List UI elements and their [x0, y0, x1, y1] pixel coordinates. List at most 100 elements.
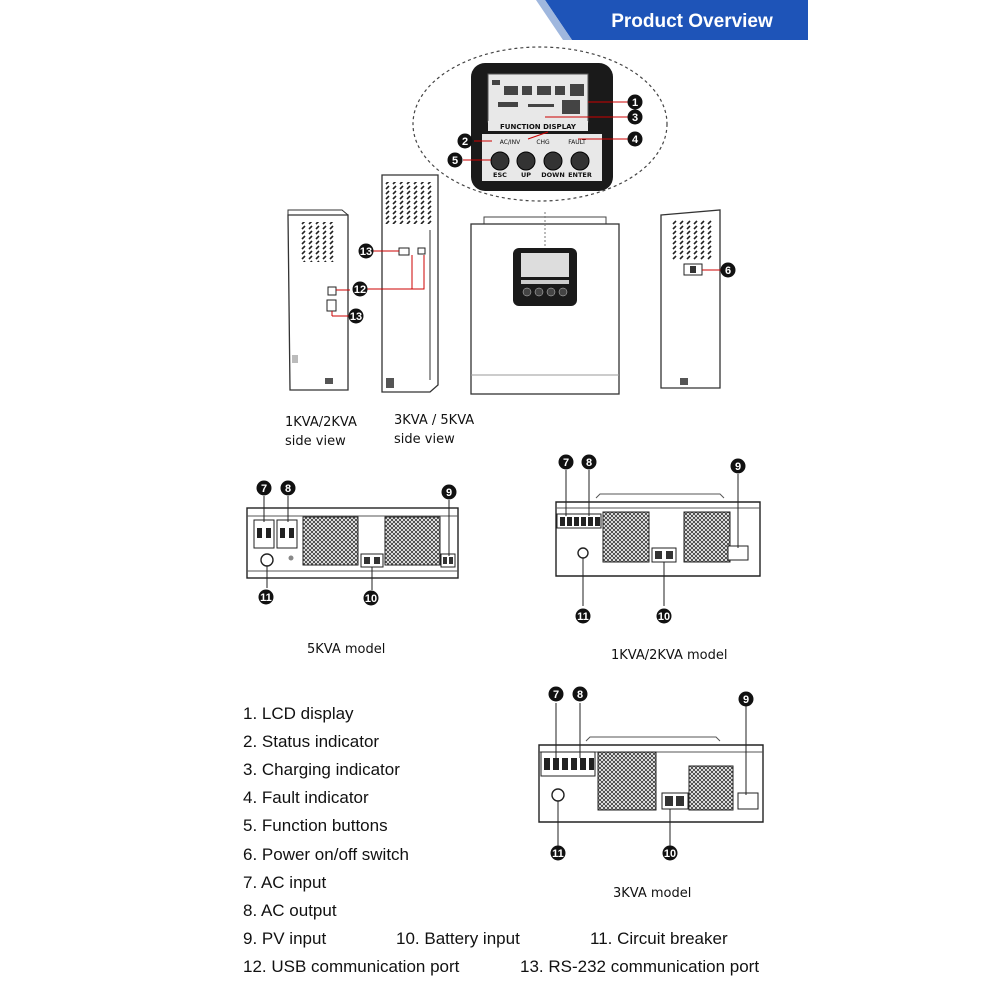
- callout-circle: [572, 686, 588, 702]
- fan-grill-left: [602, 511, 650, 563]
- callout-marker-7: 7: [558, 454, 574, 470]
- callout-circle: [256, 480, 272, 496]
- enter-button[interactable]: [570, 151, 590, 171]
- callout-circle: [627, 131, 643, 147]
- indicator-ac-inv-label: AC/INV: [500, 139, 521, 146]
- rs232-port: [326, 299, 337, 312]
- rear-5kva: [246, 496, 459, 590]
- callout-number: 11: [577, 611, 589, 623]
- callout-number: 1: [632, 97, 638, 109]
- callout-number: 2: [462, 136, 468, 148]
- legend-item-battery-input: 10. Battery input: [396, 929, 520, 948]
- legend-item-power-switch: 6. Power on/off switch: [243, 845, 409, 864]
- callout-number: 7: [563, 457, 569, 469]
- callout-circle: [720, 262, 736, 278]
- legend-item-status-indicator: 2. Status indicator: [243, 732, 380, 751]
- callout-marker-8: 8: [572, 686, 588, 702]
- legend-item-usb-port: 12. USB communication port: [243, 957, 460, 976]
- callout-number: 9: [743, 694, 749, 706]
- banner-background: [545, 0, 808, 40]
- lcd-title: FUNCTION DISPLAY: [500, 123, 577, 131]
- callout-circle: [352, 281, 368, 297]
- callout-circle: [258, 589, 274, 605]
- fan-grill-right: [384, 516, 441, 566]
- fan-grill-left: [597, 751, 657, 811]
- callout-circle: [558, 454, 574, 470]
- esc-label: ESC: [493, 171, 507, 179]
- callout-marker-11: 11: [575, 608, 591, 624]
- legend-item-fault-indicator: 4. Fault indicator: [243, 788, 369, 807]
- callout-number: 13: [360, 246, 372, 258]
- legend-item-ac-output: 8. AC output: [243, 901, 337, 920]
- callout-marker-7: 7: [548, 686, 564, 702]
- callout-marker-2: 2: [457, 133, 473, 149]
- callout-marker-8: 8: [581, 454, 597, 470]
- front-panel-zoom: FUNCTION DISPLAY AC/INV CHG FAULT ESC UP…: [412, 46, 668, 202]
- callout-circle: [447, 152, 463, 168]
- callout-marker-4: 4: [627, 131, 643, 147]
- callout-marker-12: 12: [352, 281, 368, 297]
- caption-model-1k2k: 1KVA/2KVA model: [611, 648, 728, 663]
- callout-circle: [457, 133, 473, 149]
- callout-circle: [581, 454, 597, 470]
- zoom-ellipse: [412, 46, 668, 202]
- callout-circle: [575, 608, 591, 624]
- legend-item-charging-indicator: 3. Charging indicator: [243, 760, 400, 779]
- side-view-3k5k: [367, 174, 439, 393]
- callout-number: 4: [632, 134, 639, 146]
- callout-number: 10: [365, 593, 377, 605]
- callout-circle: [358, 243, 374, 259]
- callout-number: 13: [350, 311, 362, 323]
- down-button[interactable]: [543, 151, 563, 171]
- rs232-port: [398, 247, 410, 256]
- banner: Product Overview: [536, 0, 808, 40]
- callout-number: 7: [553, 689, 559, 701]
- legend-item-lcd-display: 1. LCD display: [243, 704, 354, 723]
- callout-marker-1: 1: [627, 94, 643, 110]
- callout-circle: [656, 608, 672, 624]
- pv-terminal: [737, 792, 759, 810]
- front-lcd: [521, 253, 569, 277]
- circuit-breaker: [260, 553, 274, 567]
- callout-number: 9: [735, 461, 741, 473]
- panel-leaders: [463, 101, 628, 161]
- callout-marker-13: 13: [348, 308, 364, 324]
- banner-title: Product Overview: [611, 11, 773, 32]
- callout-number: 8: [285, 483, 291, 495]
- callout-number: 11: [552, 848, 564, 860]
- callout-circle: [730, 458, 746, 474]
- side-view-1k2k: [287, 209, 350, 391]
- fan-grill-left: [302, 516, 359, 566]
- caption-model-3k: 3KVA model: [613, 886, 692, 901]
- legend-item-pv-input: 9. PV input: [243, 929, 327, 948]
- callout-circle: [441, 484, 457, 500]
- side-vent: [670, 220, 712, 260]
- usb-port: [417, 247, 426, 255]
- indicator-strip: [482, 134, 602, 148]
- callout-marker-3: 3: [627, 109, 643, 125]
- callout-marker-8: 8: [280, 480, 296, 496]
- lcd-segments: [492, 80, 584, 114]
- legend-item-ac-input: 7. AC input: [243, 873, 327, 892]
- callout-marker-9: 9: [441, 484, 457, 500]
- callout-circle: [363, 590, 379, 606]
- esc-button[interactable]: [490, 151, 510, 171]
- callout-circle: [662, 845, 678, 861]
- rear-1k2kva: [555, 470, 761, 606]
- callout-circle: [627, 94, 643, 110]
- up-button[interactable]: [516, 151, 536, 171]
- side-vent: [385, 182, 433, 224]
- caption-side-1k2k: 1KVA/2KVA side view: [285, 415, 357, 449]
- callout-marker-13: 13: [358, 243, 374, 259]
- callout-number: 10: [658, 611, 670, 623]
- callout-marker-10: 10: [363, 590, 379, 606]
- banner-accent: [536, 0, 572, 40]
- callout-marker-5: 5: [447, 152, 463, 168]
- indicator-chg-label: CHG: [536, 139, 550, 146]
- callout-number: 6: [725, 265, 731, 277]
- down-label: DOWN: [541, 171, 565, 179]
- usb-port: [327, 286, 337, 296]
- callout-number: 5: [452, 155, 458, 167]
- callout-circle: [348, 308, 364, 324]
